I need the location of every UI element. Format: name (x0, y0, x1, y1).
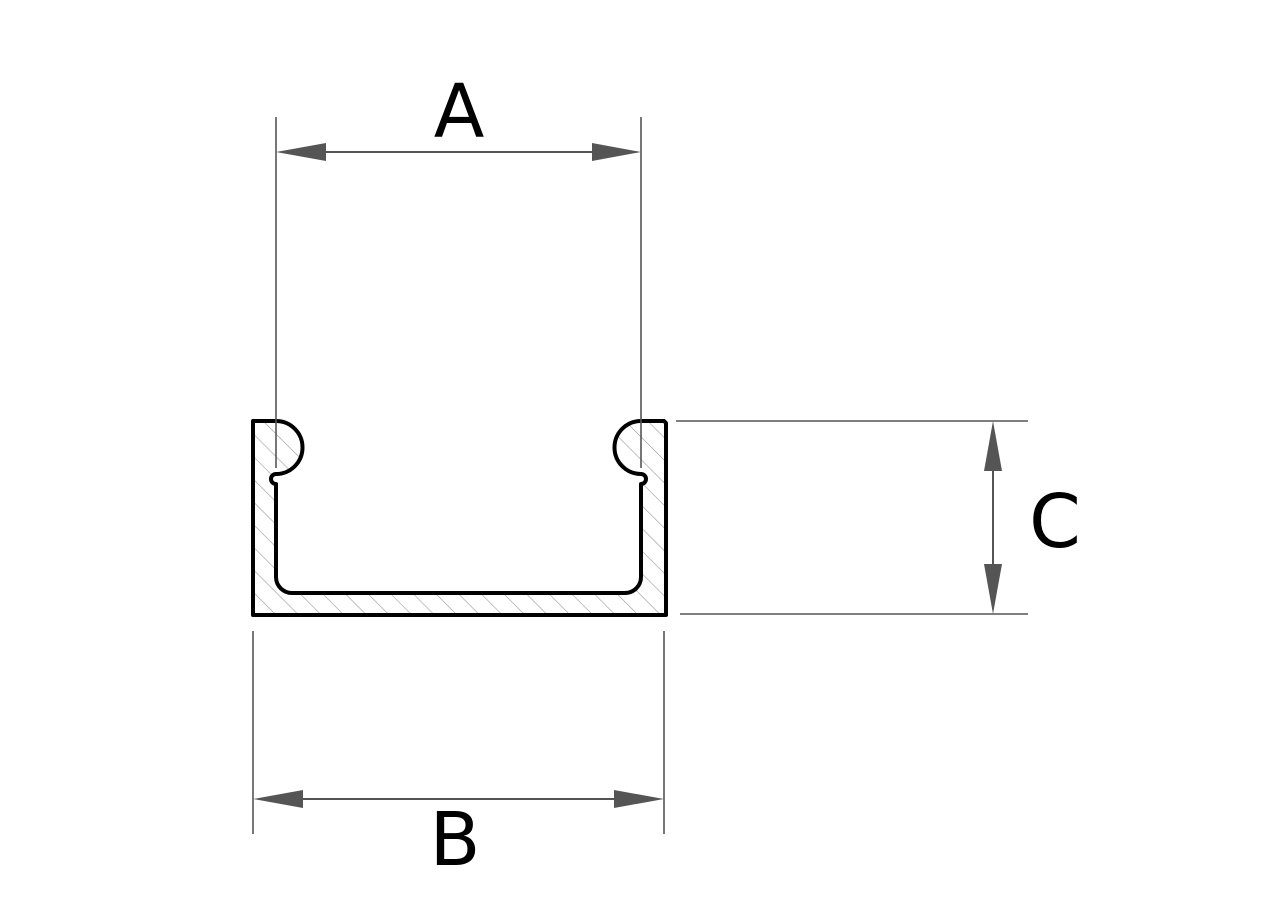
dimension-b: B (252, 631, 665, 883)
dimension-b-arrow-left (253, 790, 303, 808)
dimension-b-arrow-right (614, 790, 664, 808)
channel-cross-section (251, 419, 668, 617)
dimension-c-arrow-bottom (984, 564, 1002, 614)
dimension-c: C (676, 420, 1081, 615)
dimension-a-label: A (434, 69, 485, 155)
dimension-b-label: B (430, 797, 481, 883)
dimension-c-arrow-top (984, 421, 1002, 471)
dimension-a-arrow-right (592, 143, 641, 161)
dimension-a-arrow-left (276, 143, 326, 161)
dimension-c-label: C (1029, 479, 1081, 565)
dimension-a: A (275, 69, 642, 468)
